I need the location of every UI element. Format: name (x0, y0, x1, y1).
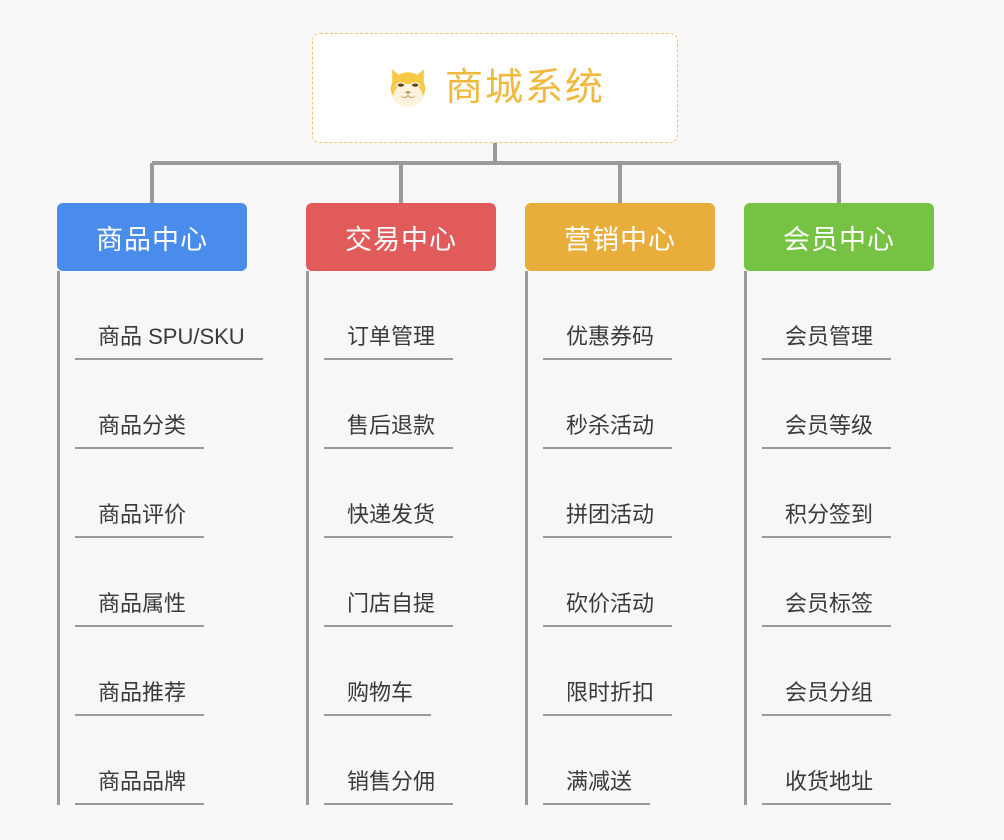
list-item[interactable]: 商品推荐 (75, 627, 247, 716)
list-item[interactable]: 售后退款 (324, 360, 496, 449)
leaf-label: 砍价活动 (543, 591, 673, 627)
leaf-list-trade-center: 订单管理 售后退款 快递发货 门店自提 购物车 销售分佣 (306, 271, 496, 805)
list-item[interactable]: 秒杀活动 (543, 360, 715, 449)
branch-column-member-center: 会员中心 会员管理 会员等级 积分签到 会员标签 会员分组 收货地址 (744, 203, 934, 805)
list-item[interactable]: 收货地址 (762, 716, 934, 805)
list-item[interactable]: 会员分组 (762, 627, 934, 716)
branch-column-marketing-center: 营销中心 优惠券码 秒杀活动 拼团活动 砍价活动 限时折扣 满减送 (525, 203, 715, 805)
leaf-list-member-center: 会员管理 会员等级 积分签到 会员标签 会员分组 收货地址 (744, 271, 934, 805)
leaf-label: 会员等级 (762, 413, 892, 449)
leaf-label: 快递发货 (324, 502, 454, 538)
leaf-label: 优惠券码 (543, 324, 673, 360)
list-item[interactable]: 门店自提 (324, 538, 496, 627)
leaf-label: 会员管理 (762, 324, 892, 360)
list-item[interactable]: 商品 SPU/SKU (75, 271, 263, 360)
leaf-label: 销售分佣 (324, 769, 454, 805)
branch-header-label: 营销中心 (564, 224, 676, 255)
branch-header-trade-center[interactable]: 交易中心 (306, 203, 496, 271)
shiba-dog-face-icon (390, 69, 426, 107)
leaf-label: 秒杀活动 (543, 413, 673, 449)
leaf-label: 商品推荐 (75, 680, 205, 716)
root-title: 商城系统 (444, 67, 605, 109)
leaf-label: 商品 SPU/SKU (75, 324, 263, 360)
leaf-list-product-center: 商品 SPU/SKU 商品分类 商品评价 商品属性 商品推荐 商品品牌 (57, 271, 263, 805)
list-item[interactable]: 会员等级 (762, 360, 934, 449)
branch-header-label: 交易中心 (345, 224, 457, 255)
list-item[interactable]: 拼团活动 (543, 449, 715, 538)
list-item[interactable]: 销售分佣 (324, 716, 496, 805)
branch-header-label: 商品中心 (96, 224, 208, 255)
leaf-label: 会员标签 (762, 591, 892, 627)
leaf-list-marketing-center: 优惠券码 秒杀活动 拼团活动 砍价活动 限时折扣 满减送 (525, 271, 715, 805)
leaf-label: 拼团活动 (543, 502, 673, 538)
list-item[interactable]: 积分签到 (762, 449, 934, 538)
branch-header-member-center[interactable]: 会员中心 (744, 203, 934, 271)
leaf-label: 积分签到 (762, 502, 892, 538)
list-item[interactable]: 优惠券码 (543, 271, 715, 360)
list-item[interactable]: 商品分类 (75, 360, 247, 449)
list-item[interactable]: 订单管理 (324, 271, 496, 360)
leaf-label: 收货地址 (762, 769, 892, 805)
branch-header-marketing-center[interactable]: 营销中心 (525, 203, 715, 271)
list-item[interactable]: 快递发货 (324, 449, 496, 538)
leaf-label: 商品属性 (75, 591, 205, 627)
list-item[interactable]: 满减送 (543, 716, 715, 805)
leaf-label: 商品分类 (75, 413, 205, 449)
leaf-label: 会员分组 (762, 680, 892, 716)
leaf-label: 商品品牌 (75, 769, 205, 805)
list-item[interactable]: 商品评价 (75, 449, 247, 538)
list-item[interactable]: 砍价活动 (543, 538, 715, 627)
branch-column-product-center: 商品中心 商品 SPU/SKU 商品分类 商品评价 商品属性 商品推荐 商品品牌 (57, 203, 263, 805)
leaf-label: 购物车 (324, 680, 432, 716)
list-item[interactable]: 购物车 (324, 627, 496, 716)
list-item[interactable]: 会员标签 (762, 538, 934, 627)
list-item[interactable]: 商品品牌 (75, 716, 247, 805)
leaf-label: 满减送 (543, 769, 651, 805)
list-item[interactable]: 商品属性 (75, 538, 247, 627)
branch-column-trade-center: 交易中心 订单管理 售后退款 快递发货 门店自提 购物车 销售分佣 (306, 203, 496, 805)
branch-header-product-center[interactable]: 商品中心 (57, 203, 247, 271)
leaf-label: 订单管理 (324, 324, 454, 360)
leaf-label: 商品评价 (75, 502, 205, 538)
leaf-label: 限时折扣 (543, 680, 673, 716)
root-node-shop-system[interactable]: 商城系统 (312, 33, 678, 143)
leaf-label: 售后退款 (324, 413, 454, 449)
list-item[interactable]: 会员管理 (762, 271, 934, 360)
branch-header-label: 会员中心 (783, 224, 895, 255)
leaf-label: 门店自提 (324, 591, 454, 627)
list-item[interactable]: 限时折扣 (543, 627, 715, 716)
